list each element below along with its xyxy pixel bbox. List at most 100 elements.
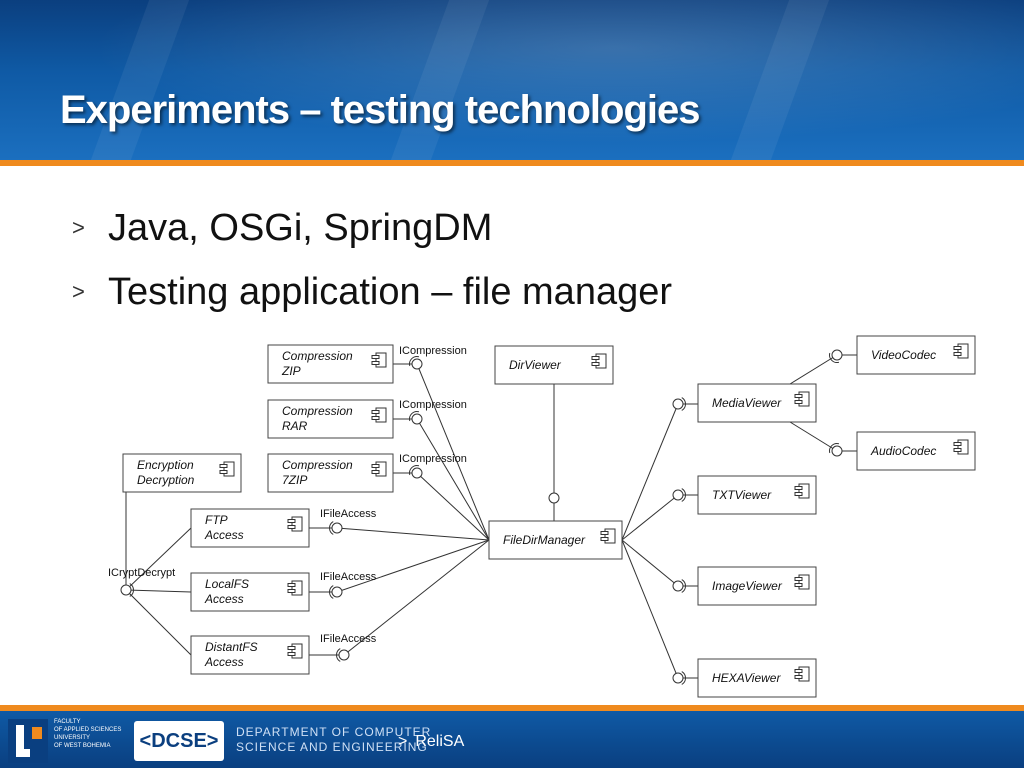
component-label: ImageViewer — [712, 579, 783, 593]
interface-lollipop — [672, 489, 684, 501]
interface-lollipop — [331, 522, 343, 534]
footer-divider — [0, 705, 1024, 711]
component-label: LocalFS — [205, 577, 249, 591]
component-icon — [287, 643, 303, 659]
interface-lollipop — [338, 649, 350, 661]
connector-line — [125, 589, 192, 593]
interface-socket — [329, 521, 334, 535]
component-icon — [600, 528, 616, 544]
component-label: AudioCodec — [870, 444, 936, 458]
component-label: VideoCodec — [871, 348, 936, 362]
component-icon — [794, 574, 810, 590]
interface-lollipop — [831, 445, 843, 457]
bullet-list: > Java, OSGi, SpringDM > Testing applica… — [72, 196, 672, 324]
slide-title: Experiments – testing technologies — [60, 88, 700, 132]
project-label: >ReliSA — [398, 733, 464, 751]
component-label: RAR — [282, 419, 308, 433]
component-label: DistantFS — [205, 640, 258, 654]
component-mediaviewer: MediaViewer — [697, 383, 817, 423]
component-label: 7ZIP — [282, 473, 307, 487]
diagram-sockets — [120, 349, 843, 685]
component-label: HEXAViewer — [712, 671, 781, 685]
bullet-text: Testing application – file manager — [108, 270, 673, 313]
connector-line — [789, 421, 838, 452]
interface-socket — [681, 579, 686, 593]
interface-label: ICompression — [399, 453, 467, 465]
component-label: Decryption — [137, 473, 195, 487]
connector-line — [343, 539, 490, 656]
component-label: Compression — [282, 349, 353, 363]
connector-line — [416, 472, 490, 541]
component-icon — [371, 461, 387, 477]
dcse-logo: <DCSE> — [134, 721, 224, 761]
component-txtviewer: TXTViewer — [697, 475, 817, 515]
bullet-text: Java, OSGi, SpringDM — [108, 206, 493, 249]
component-icon — [287, 516, 303, 532]
interface-label: ICompression — [399, 399, 467, 411]
component-imageviewer: ImageViewer — [697, 566, 817, 606]
project-name: ReliSA — [415, 733, 465, 750]
faculty-line: OF WEST BOHEMIA — [54, 743, 111, 749]
interface-lollipop — [411, 413, 423, 425]
interface-label: IFileAccess — [320, 508, 377, 520]
component-dirviewer: DirViewer — [494, 345, 614, 385]
interface-socket — [681, 397, 686, 411]
interface-socket — [409, 356, 420, 367]
interface-lollipop — [831, 349, 843, 361]
interface-socket — [681, 488, 686, 502]
department-name: DEPARTMENT OF COMPUTER SCIENCE AND ENGIN… — [236, 725, 431, 755]
component-label: Access — [204, 528, 244, 542]
component-label: Access — [204, 655, 244, 669]
interface-socket — [336, 648, 341, 662]
header-glow — [0, 0, 1024, 160]
faculty-line: OF APPLIED SCIENCES — [54, 727, 122, 733]
component-label: MediaViewer — [712, 396, 782, 410]
faculty-name: FACULTY OF APPLIED SCIENCES UNIVERSITY O… — [54, 718, 134, 750]
component-label: ZIP — [281, 364, 301, 378]
department-line: DEPARTMENT OF COMPUTER — [236, 725, 432, 739]
component-icon — [953, 343, 969, 359]
component-label: FTP — [205, 513, 228, 527]
interface-socket — [329, 585, 334, 599]
interface-label: ICryptDecrypt — [108, 567, 175, 579]
interface-lollipop — [672, 672, 684, 684]
connector-line — [416, 418, 490, 541]
component-hexaviewer: HEXAViewer — [697, 658, 817, 698]
department-line: SCIENCE AND ENGINEERING — [236, 740, 428, 754]
interface-lollipop — [672, 398, 684, 410]
component-icon — [794, 483, 810, 499]
component-label: Encryption — [137, 458, 194, 472]
connector-line — [621, 494, 679, 541]
interface-lollipop — [331, 586, 343, 598]
interface-label: IFileAccess — [320, 571, 377, 583]
component-icon — [953, 439, 969, 455]
bullet-item: > Java, OSGi, SpringDM — [72, 196, 672, 260]
component-filedirmanager: FileDirManager — [488, 520, 623, 560]
connector-line — [336, 527, 490, 541]
faculty-line: UNIVERSITY — [54, 735, 91, 741]
connector-line — [336, 539, 490, 593]
interface-socket — [829, 352, 840, 363]
bullet-marker: > — [72, 215, 85, 240]
interface-socket — [409, 465, 420, 476]
component-icon — [287, 580, 303, 596]
component-audiocodec: AudioCodec — [856, 431, 976, 471]
connector-line — [125, 527, 192, 591]
header-banner: Experiments – testing technologies — [0, 0, 1024, 160]
interface-socket — [409, 411, 420, 422]
faculty-line: FACULTY — [54, 719, 81, 725]
component-label: TXTViewer — [712, 488, 772, 502]
connector-line — [125, 589, 192, 656]
connector-line — [621, 403, 679, 541]
component-videocodec: VideoCodec — [856, 335, 976, 375]
interface-lollipop — [548, 492, 560, 504]
bullet-marker: > — [72, 279, 85, 304]
interface-lollipop — [411, 358, 423, 370]
